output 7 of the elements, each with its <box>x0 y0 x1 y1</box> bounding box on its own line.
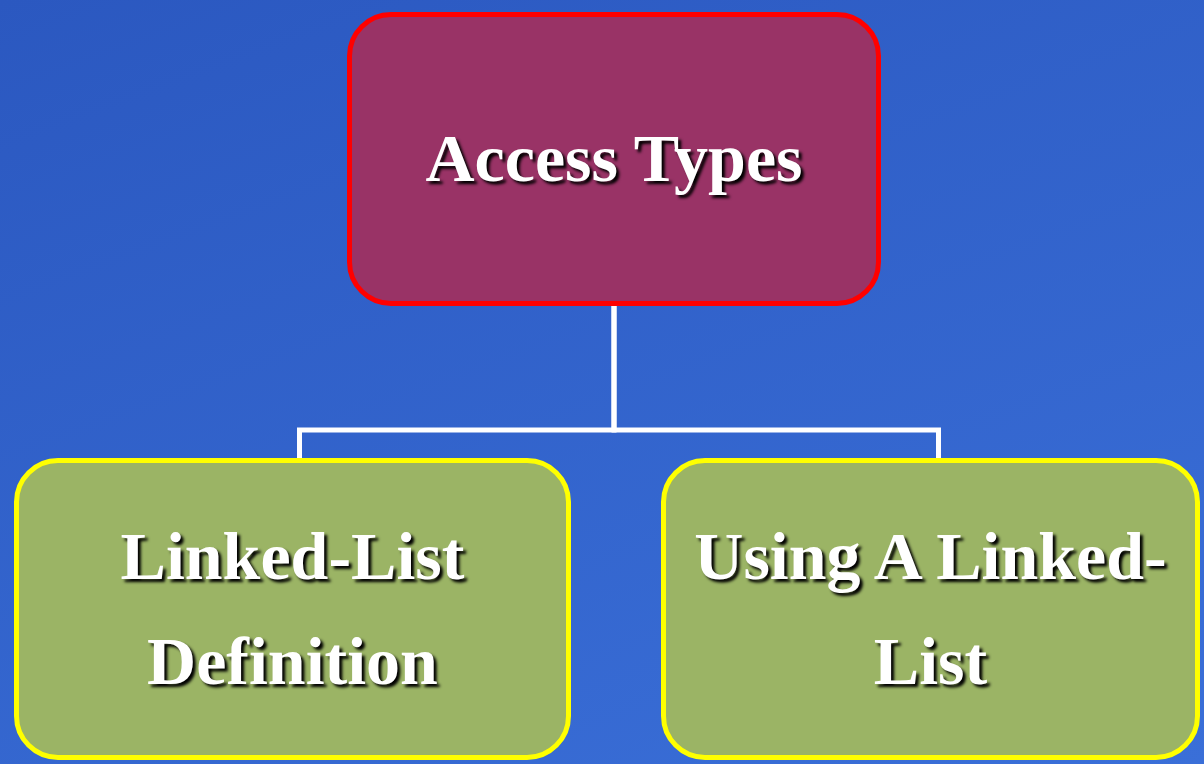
category-box <box>347 12 881 306</box>
node-label: Using A Linked-List <box>693 516 1168 701</box>
node-label: Linked-List Definition <box>119 516 466 701</box>
node-label: Access Types <box>425 119 803 199</box>
topic-box <box>661 458 1200 760</box>
topic-box <box>14 458 571 760</box>
connector-line <box>611 306 941 458</box>
